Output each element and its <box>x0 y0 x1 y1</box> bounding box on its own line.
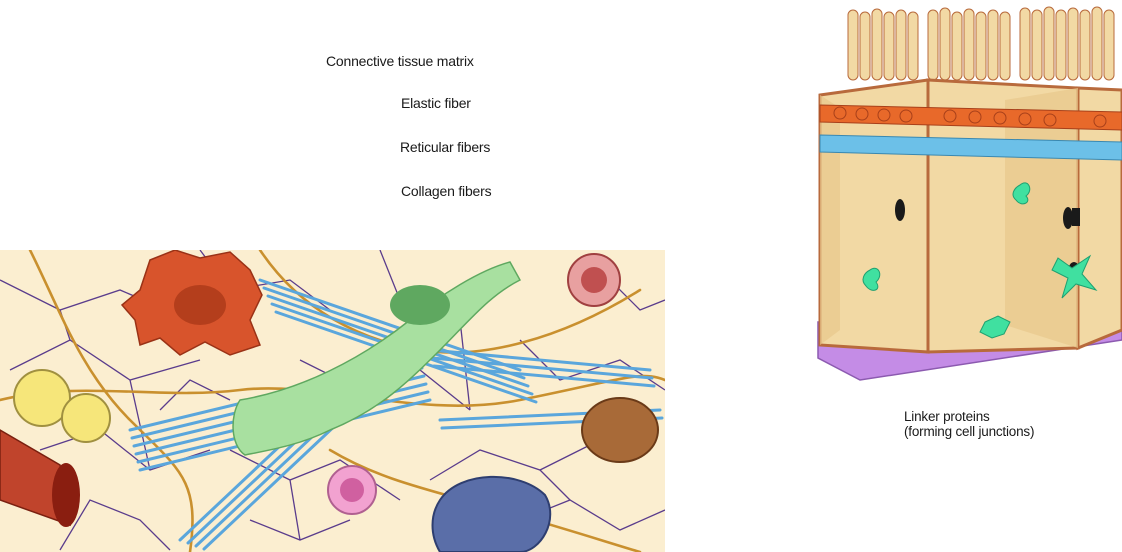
mast-cell-nucleus <box>174 285 226 325</box>
linker-proteins-label: Linker proteins (forming cell junctions) <box>904 409 1122 439</box>
plasma-cell <box>582 398 658 462</box>
linker-proteins-label-line1: Linker proteins <box>904 409 1122 424</box>
fat-cell <box>62 394 110 442</box>
blood-vessel-lumen <box>52 463 80 527</box>
epithelial-cells-illustration <box>800 0 1122 390</box>
connective-tissue-matrix-label: Connective tissue matrix <box>326 53 474 69</box>
linker-proteins-label-line2: (forming cell junctions) <box>904 424 1122 439</box>
microvilli <box>848 7 1114 80</box>
reticular-fibers-label: Reticular fibers <box>400 139 490 155</box>
elastic-fiber-label: Elastic fiber <box>401 95 471 111</box>
collagen-fibers-label: Collagen fibers <box>401 183 491 199</box>
connective-tissue-illustration <box>0 250 665 552</box>
macrophage-nucleus <box>581 267 607 293</box>
fibroblast-nucleus <box>390 285 450 325</box>
lymphocyte-nucleus <box>340 478 364 502</box>
